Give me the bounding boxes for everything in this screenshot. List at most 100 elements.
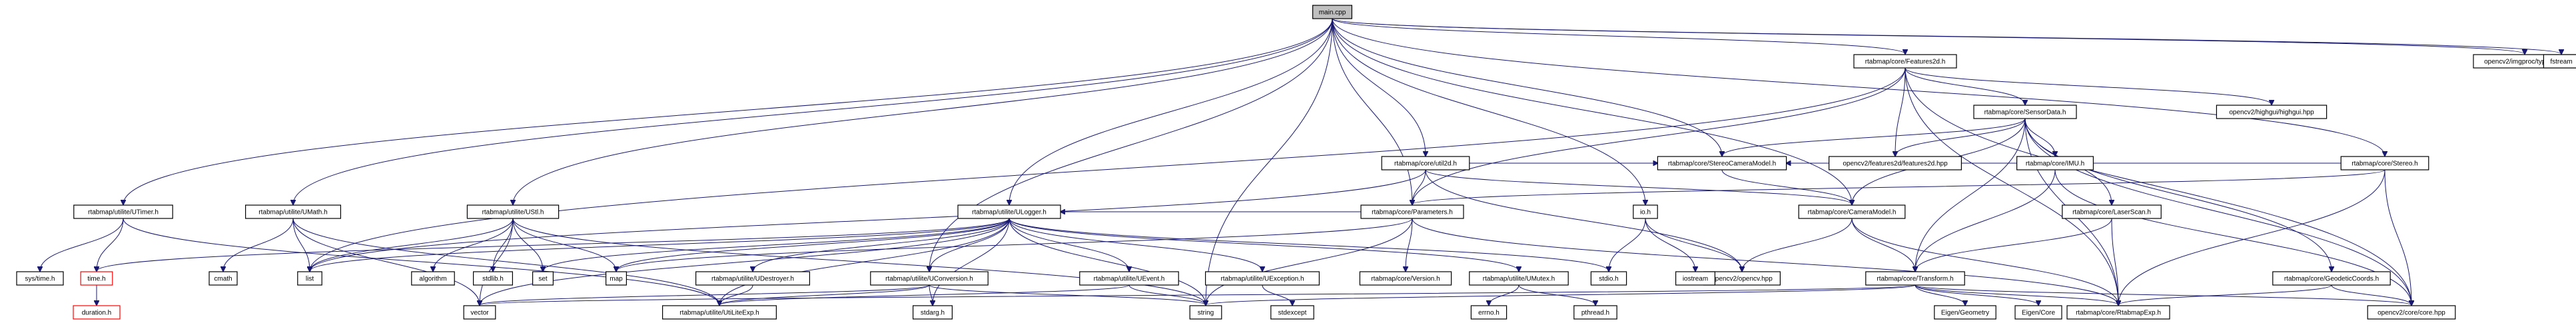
node-map[interactable]: map xyxy=(605,271,627,286)
node-box xyxy=(1590,271,1627,286)
node-ustl[interactable]: rtabmap/utilite/UStl.h xyxy=(466,204,560,219)
node-laser[interactable]: rtabmap/core/LaserScan.h xyxy=(2062,204,2162,219)
node-label: rtabmap/core/Features2d.h xyxy=(1865,59,1946,66)
edge-ustl-string xyxy=(512,218,1206,305)
node-box xyxy=(2216,105,2328,119)
node-stereo[interactable]: rtabmap/core/Stereo.h xyxy=(2340,156,2429,170)
node-iostream[interactable]: iostream xyxy=(1675,271,1716,286)
edge-main-stereo xyxy=(1332,18,2385,156)
node-imu[interactable]: rtabmap/core/IMU.h xyxy=(2016,156,2094,170)
node-stdio[interactable]: stdio.h xyxy=(1590,271,1627,286)
node-uti[interactable]: rtabmap/utilite/UTimer.h xyxy=(73,204,173,219)
node-cvcore[interactable]: opencv2/core/core.hpp xyxy=(2367,305,2456,320)
node-umath[interactable]: rtabmap/utilite/UMath.h xyxy=(245,204,342,219)
node-box xyxy=(1934,305,1996,320)
edge-cammodel-rtexp xyxy=(1851,218,2118,305)
node-highgui[interactable]: opencv2/highgui/highgui.hpp xyxy=(2216,105,2328,119)
node-uliteexp[interactable]: rtabmap/utilite/UtiLiteExp.h xyxy=(661,305,777,320)
node-label: stdarg.h xyxy=(921,310,945,317)
node-label: rtabmap/core/IMU.h xyxy=(2026,161,2084,168)
node-box xyxy=(2340,156,2429,170)
node-eigeo[interactable]: Eigen/Geometry xyxy=(1934,305,1996,320)
node-feat2d[interactable]: rtabmap/core/Features2d.h xyxy=(1853,54,1957,69)
edge-geo-rtexp xyxy=(2118,284,2332,305)
node-timeh[interactable]: time.h xyxy=(80,271,113,286)
edge-sensor-geo xyxy=(2024,118,2332,271)
node-stereocm[interactable]: rtabmap/core/StereoCameraModel.h xyxy=(1657,156,1787,170)
node-pthread[interactable]: pthread.h xyxy=(1573,305,1617,320)
edge-cammodel-transform xyxy=(1851,218,1915,271)
node-params[interactable]: rtabmap/core/Parameters.h xyxy=(1360,204,1464,219)
edge-umath-vector xyxy=(292,218,480,305)
edge-ulog-uconv xyxy=(929,218,1010,271)
node-box xyxy=(73,305,121,320)
edge-params-map xyxy=(616,218,1413,271)
node-version[interactable]: rtabmap/core/Version.h xyxy=(1359,271,1452,286)
node-box xyxy=(1633,204,1658,219)
node-box xyxy=(472,271,513,286)
node-cmath[interactable]: cmath xyxy=(209,271,238,286)
node-label: rtabmap/utilite/UDestroyer.h xyxy=(711,276,794,283)
node-box xyxy=(1829,156,1962,170)
node-uevent[interactable]: rtabmap/utilite/UEvent.h xyxy=(1079,271,1179,286)
node-main[interactable]: main.cpp xyxy=(1312,5,1352,19)
edge-uti-sysmtime xyxy=(40,218,124,271)
node-box xyxy=(1360,204,1464,219)
node-errno[interactable]: errno.h xyxy=(1470,305,1507,320)
node-rtexp[interactable]: rtabmap/core/RtabmapExp.h xyxy=(2066,305,2170,320)
node-label: vector xyxy=(470,310,489,317)
node-label: stdio.h xyxy=(1599,276,1618,283)
node-box xyxy=(2543,54,2576,69)
node-f2dhpp[interactable]: opencv2/features2d/features2d.hpp xyxy=(1829,156,1962,170)
node-label: duration.h xyxy=(82,310,111,317)
node-box xyxy=(1079,271,1179,286)
node-udestroyer[interactable]: rtabmap/utilite/UDestroyer.h xyxy=(695,271,810,286)
node-box xyxy=(1270,305,1314,320)
node-box xyxy=(2367,305,2456,320)
node-box xyxy=(2066,305,2170,320)
node-eicore[interactable]: Eigen/Core xyxy=(2014,305,2062,320)
node-algorithm[interactable]: algorithm xyxy=(411,271,455,286)
edge-io-opencvhpp xyxy=(1645,218,1742,271)
node-label: rtabmap/utilite/UStl.h xyxy=(482,209,544,216)
node-label: rtabmap/core/StereoCameraModel.h xyxy=(1668,161,1776,168)
edge-main-io xyxy=(1332,18,1645,204)
node-geo[interactable]: rtabmap/core/GeodeticCoords.h xyxy=(2272,271,2391,286)
node-stdarg[interactable]: stdarg.h xyxy=(912,305,953,320)
node-label: rtabmap/utilite/UConversion.h xyxy=(885,276,973,283)
node-box xyxy=(1675,271,1716,286)
node-box xyxy=(1204,271,1320,286)
node-string[interactable]: string xyxy=(1189,305,1222,320)
node-fstream[interactable]: fstream xyxy=(2543,54,2576,69)
edge-ulog-map xyxy=(616,218,1010,271)
node-set[interactable]: set xyxy=(532,271,554,286)
node-umutex[interactable]: rtabmap/utilite/UMutex.h xyxy=(1469,271,1569,286)
node-label: list xyxy=(306,276,314,283)
edge-laser-rtexp xyxy=(2111,218,2118,305)
node-stdlib[interactable]: stdlib.h xyxy=(472,271,513,286)
node-ulog[interactable]: rtabmap/utilite/ULogger.h xyxy=(957,204,1061,219)
node-io[interactable]: io.h xyxy=(1633,204,1658,219)
node-sensor[interactable]: rtabmap/core/SensorData.h xyxy=(1973,105,2077,119)
node-label: rtabmap/core/RtabmapExp.h xyxy=(2076,310,2161,317)
edge-imu-transform xyxy=(1915,169,2056,271)
node-label: rtabmap/core/Transform.h xyxy=(1877,276,1953,283)
node-stdexcept[interactable]: stdexcept xyxy=(1270,305,1314,320)
node-label: rtabmap/utilite/UEvent.h xyxy=(1094,276,1165,283)
node-vector[interactable]: vector xyxy=(463,305,496,320)
edge-main-ulog xyxy=(1009,18,1333,204)
node-util2d[interactable]: rtabmap/core/util2d.h xyxy=(1381,156,1470,170)
node-list[interactable]: list xyxy=(297,271,322,286)
node-box xyxy=(411,271,455,286)
node-label: string xyxy=(1198,310,1214,317)
node-uconv[interactable]: rtabmap/utilite/UConversion.h xyxy=(870,271,989,286)
node-label: rtabmap/core/Stereo.h xyxy=(2352,161,2418,168)
node-transform[interactable]: rtabmap/core/Transform.h xyxy=(1865,271,1965,286)
edge-main-uti xyxy=(123,18,1333,204)
node-uexception[interactable]: rtabmap/utilite/UException.h xyxy=(1204,271,1320,286)
node-label: rtabmap/utilite/UtiLiteExp.h xyxy=(679,310,759,317)
node-cammodel[interactable]: rtabmap/core/CameraModel.h xyxy=(1798,204,1906,219)
edges-layer xyxy=(40,18,2561,305)
node-sysmtime[interactable]: sys/time.h xyxy=(16,271,64,286)
node-duration[interactable]: duration.h xyxy=(73,305,121,320)
